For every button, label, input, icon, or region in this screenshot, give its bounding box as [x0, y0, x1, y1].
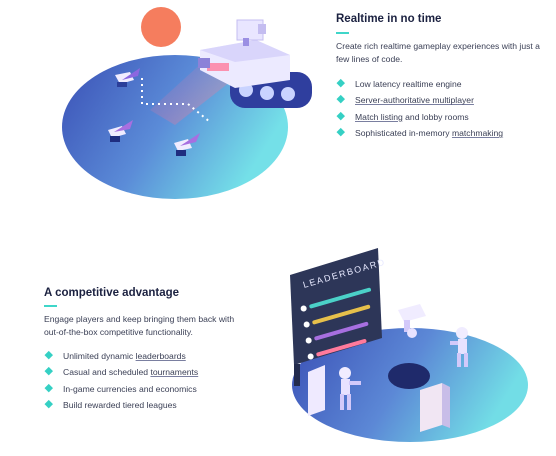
diamond-bullet-icon: [44, 400, 53, 408]
realtime-description: Create rich realtime gameplay experience…: [336, 41, 540, 64]
arena-panel-left: [308, 365, 325, 416]
drone-3: [174, 133, 200, 156]
server-authoritative-link[interactable]: Server-authoritative multiplayer: [355, 95, 474, 106]
arena-panel-right: [420, 383, 442, 432]
realtime-accent-bar: [336, 32, 349, 34]
list-item: Server-authoritative multiplayer: [336, 94, 503, 110]
list-item: Build rewarded tiered leagues: [44, 399, 198, 415]
drone-1: [115, 68, 140, 87]
tournaments-link[interactable]: tournaments: [150, 367, 199, 378]
list-item: Unlimited dynamic leaderboards: [44, 350, 198, 366]
competitive-illustration: LEADERBOARD: [290, 248, 528, 442]
robot-right: [450, 327, 468, 367]
feature-text: and lobby rooms: [402, 111, 469, 122]
leaderboard-rows: [300, 287, 372, 360]
matchmaking-link[interactable]: matchmaking: [451, 128, 504, 139]
robot-tank: [198, 19, 312, 108]
arena-hole: [388, 363, 430, 389]
robot-left: [339, 367, 361, 410]
competitive-accent-bar: [44, 305, 57, 307]
list-item: Sophisticated in-memory matchmaking: [336, 127, 504, 143]
feature-text: Casual and scheduled: [63, 367, 151, 378]
competitive-heading: A competitive advantage: [44, 287, 180, 299]
match-listing-link[interactable]: Match listing: [355, 111, 403, 122]
list-item: Casual and scheduled tournaments: [44, 366, 199, 382]
feature-text: Sophisticated in-memory: [355, 128, 452, 139]
sun-circle: [141, 7, 181, 47]
competitive-feature-list: Unlimited dynamic leaderboards Casual an…: [44, 350, 199, 416]
feature-text: In-game currencies and economics: [63, 383, 197, 394]
diamond-bullet-icon: [336, 95, 345, 104]
diamond-bullet-icon: [336, 111, 345, 120]
realtime-heading: Realtime in no time: [336, 13, 442, 25]
realtime-feature-list: Low latency realtime engine Server-autho…: [336, 78, 504, 144]
arena-panel-right-shade: [442, 383, 450, 428]
diamond-bullet-icon: [336, 78, 345, 87]
diamond-bullet-icon: [44, 350, 53, 359]
list-item: In-game currencies and economics: [44, 383, 198, 399]
diamond-bullet-icon: [336, 128, 345, 136]
list-item: Low latency realtime engine: [336, 78, 503, 94]
feature-text: Low latency realtime engine: [355, 79, 462, 89]
robot-top: [398, 304, 426, 338]
realtime-illustration: [62, 7, 312, 199]
drone-2: [108, 120, 133, 142]
feature-text: Unlimited dynamic: [63, 351, 136, 361]
list-item: Match listing and lobby rooms: [336, 111, 503, 127]
leaderboards-link[interactable]: leaderboards: [135, 351, 186, 361]
diamond-bullet-icon: [44, 383, 53, 392]
feature-text: Build rewarded tiered leagues: [63, 400, 177, 411]
route-path: [141, 78, 211, 123]
competitive-description: Engage players and keep bringing them ba…: [44, 314, 235, 337]
diamond-bullet-icon: [44, 367, 53, 376]
